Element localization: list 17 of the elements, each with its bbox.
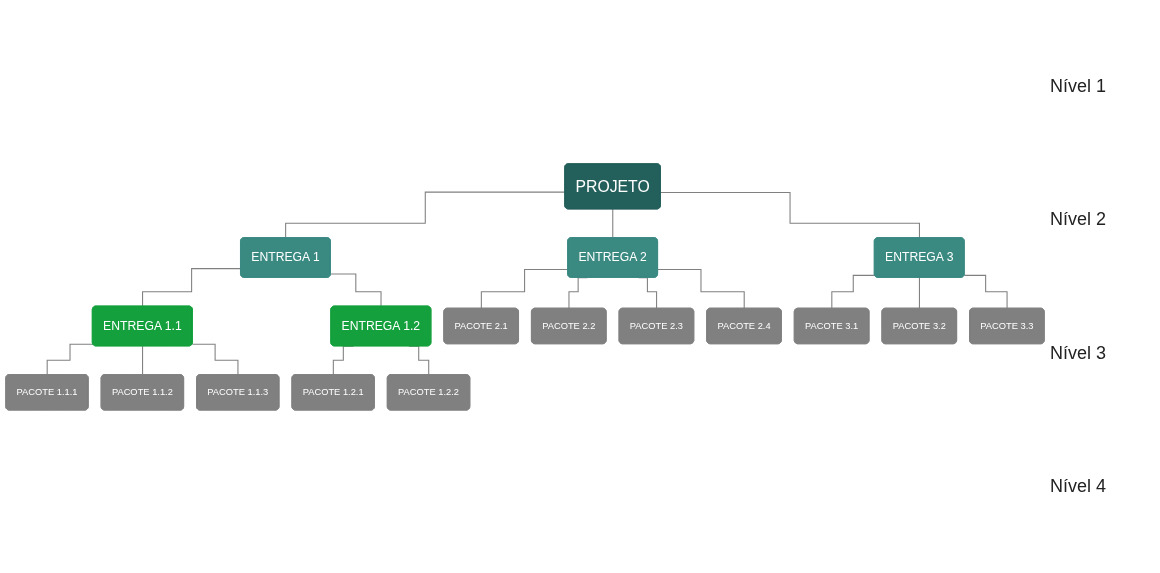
connector: [480, 268, 569, 309]
connector: [918, 276, 921, 309]
level-label: Nível 1: [1050, 76, 1108, 98]
connector: [330, 273, 382, 307]
connector: [191, 343, 239, 376]
connector: [142, 345, 144, 376]
connector: [657, 268, 745, 309]
connector: [831, 274, 876, 309]
connector: [285, 191, 566, 239]
connector: [660, 191, 921, 239]
connector: [612, 208, 614, 239]
level-label: Nível 4: [1050, 475, 1108, 497]
level-label: Nível 3: [1050, 342, 1108, 364]
level-label: Nível 2: [1050, 209, 1108, 231]
connector: [142, 267, 242, 307]
connector: [963, 274, 1008, 309]
connector: [46, 343, 94, 376]
